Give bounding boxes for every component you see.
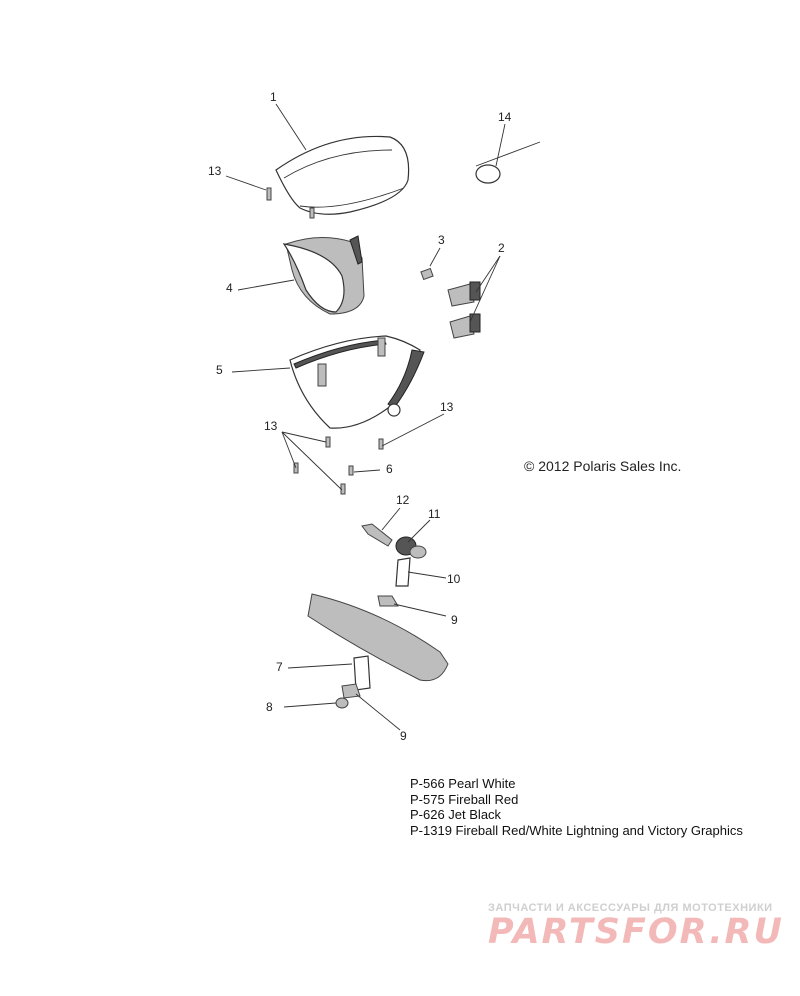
- part-headlight-housing: [289, 335, 425, 429]
- callout-5: 5: [216, 363, 223, 377]
- callout-14: 14: [498, 110, 512, 124]
- watermark-tagline: ЗАПЧАСТИ И АКСЕССУАРЫ ДЛЯ МОТОТЕХНИКИ: [488, 902, 773, 914]
- callout-13-top: 13: [208, 164, 222, 178]
- callout-2: 2: [498, 241, 505, 255]
- callout-7: 7: [276, 660, 283, 674]
- part-mount-hardware: [361, 523, 427, 587]
- paint-code-item: P-575 Fireball Red: [410, 791, 519, 807]
- callout-6: 6: [386, 462, 393, 476]
- callout-13-right: 13: [440, 400, 454, 414]
- paint-code-list: P-566 Pearl White P-575 Fireball Red P-6…: [410, 776, 743, 838]
- callout-13-left: 13: [264, 419, 278, 433]
- callout-11: 11: [428, 507, 441, 521]
- callout-9-upper: 9: [451, 613, 458, 627]
- callout-3: 3: [438, 233, 445, 247]
- copyright-notice: © 2012 Polaris Sales Inc.: [524, 458, 682, 474]
- part-headlight-assembly: [282, 235, 365, 315]
- part-small-bulb: [420, 267, 434, 281]
- part-visor-cover: [275, 135, 410, 215]
- callout-9-lower: 9: [400, 729, 407, 743]
- callout-1: 1: [270, 90, 277, 104]
- watermark-logo: PARTSFOR.RU: [488, 912, 784, 952]
- leader-lines: [225, 103, 506, 731]
- paint-code-item: P-1319 Fireball Red/White Lightning and …: [410, 822, 743, 838]
- callout-8: 8: [266, 700, 273, 714]
- callout-labels: 1 13 14 3 2 4 5 13 13 6 12 11 10 9 7 8 9: [208, 90, 512, 743]
- part-cable-tie: [475, 141, 541, 184]
- paint-code-item: P-566 Pearl White: [410, 776, 516, 791]
- callout-10: 10: [447, 572, 461, 586]
- callout-4: 4: [226, 281, 233, 295]
- callout-12: 12: [396, 493, 410, 507]
- part-bracket-set: [307, 593, 449, 709]
- paint-code-item: P-626 Jet Black: [410, 807, 502, 822]
- part-bulbs: [447, 281, 481, 339]
